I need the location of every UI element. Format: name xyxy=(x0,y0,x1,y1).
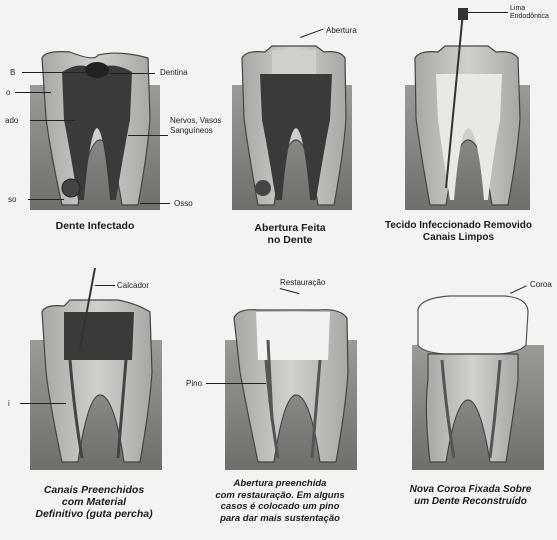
label-dentin: Dentina xyxy=(160,68,188,77)
panel-6-tooth xyxy=(412,296,544,470)
panel-2-tooth xyxy=(232,46,352,210)
caries xyxy=(85,62,109,78)
crown xyxy=(418,296,528,354)
leader-line xyxy=(206,383,266,384)
caption-line: com Material xyxy=(4,496,184,508)
leader-line xyxy=(30,120,75,121)
label-post: Pino xyxy=(186,379,202,388)
opening xyxy=(272,50,316,74)
panel-5-tooth xyxy=(225,310,357,470)
caption-line: para dar mais sustentação xyxy=(180,513,380,525)
caption-panel-5: Abertura preenchida com restauração. Em … xyxy=(180,478,380,524)
panel-3-tooth xyxy=(405,8,530,210)
leader-line xyxy=(15,92,51,93)
leader-line xyxy=(20,403,66,404)
caption-panel-6: Nova Coroa Fixada Sobre um Dente Reconst… xyxy=(384,484,557,508)
caption-line: casos é colocado um pino xyxy=(180,501,380,513)
leader-line xyxy=(468,12,508,13)
panel-4-tooth xyxy=(30,268,162,470)
caption-panel-4: Canais Preenchidos com Material Definiti… xyxy=(4,484,184,520)
label-bone: Osso xyxy=(174,199,193,208)
caption-panel-3: Tecido Infeccionado Removido Canais Limp… xyxy=(360,220,557,244)
label-nerves-vessels-2: Sanguíneos xyxy=(170,126,213,135)
label-opening: Abertura xyxy=(326,26,357,35)
abscess xyxy=(255,180,271,196)
caption-line: Abertura Feita xyxy=(215,222,365,234)
pulp-chamber xyxy=(64,312,134,360)
caption-line: Nova Coroa Fixada Sobre xyxy=(384,484,557,496)
leader-line xyxy=(128,135,168,136)
leader-line xyxy=(140,203,170,204)
leader-line xyxy=(28,199,64,200)
label-left-partial: o xyxy=(6,88,10,97)
panel-1-tooth xyxy=(30,52,160,210)
leader-line xyxy=(95,285,115,286)
caption-line: Canais Limpos xyxy=(360,232,557,244)
label-plugger: Calcador xyxy=(117,281,149,290)
leader-line xyxy=(22,72,87,73)
label-nerves-vessels-1: Nervos, Vasos xyxy=(170,116,221,125)
label-abscess-partial: so xyxy=(8,195,16,204)
caption-line: Abertura preenchida xyxy=(180,478,380,490)
leader-line xyxy=(110,73,155,74)
label-pulp-partial: ado xyxy=(5,116,18,125)
label-filling-partial: i xyxy=(8,399,10,408)
caption-line: Tecido Infeccionado Removido xyxy=(360,220,557,232)
label-restoration: Restauração xyxy=(280,278,325,287)
caption-line: no Dente xyxy=(215,234,365,246)
label-enamel: B xyxy=(10,68,15,77)
label-crown: Coroa xyxy=(530,280,552,289)
caption-line: com restauração. Em alguns xyxy=(180,490,380,502)
caption-panel-2: Abertura Feita no Dente xyxy=(215,222,365,246)
caption-panel-1: Dente Infectado xyxy=(20,220,170,232)
abscess xyxy=(62,179,80,197)
caption-line: Definitivo (guta percha) xyxy=(4,508,184,520)
restoration xyxy=(256,312,330,360)
label-file-2: Endodôntica xyxy=(510,12,549,21)
file-handle xyxy=(458,8,468,20)
caption-line: Dente Infectado xyxy=(20,220,170,232)
caption-line: um Dente Reconstruído xyxy=(384,496,557,508)
caption-line: Canais Preenchidos xyxy=(4,484,184,496)
